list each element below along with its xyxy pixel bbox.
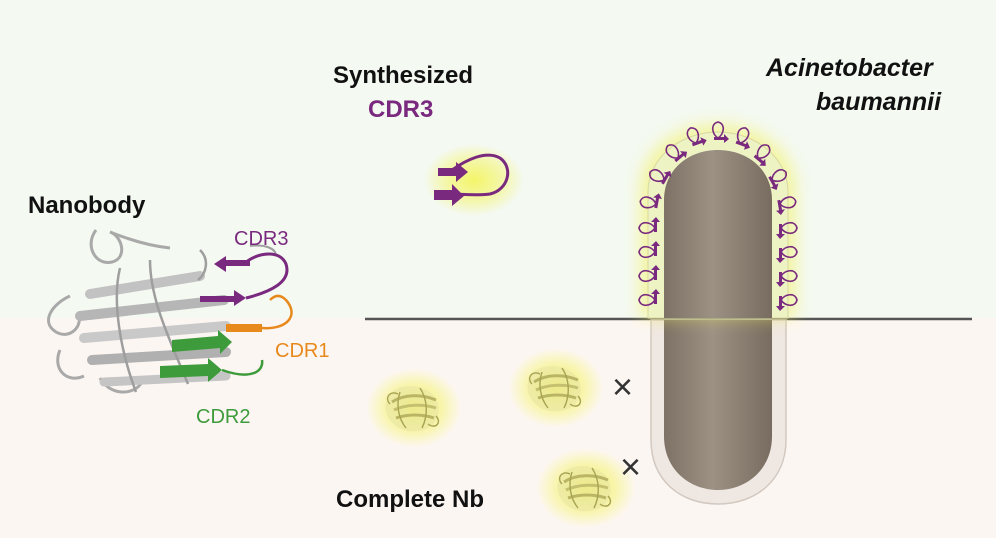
cdr1-label: CDR1 [275, 340, 330, 362]
cdr3-top-label: CDR3 [368, 96, 434, 123]
nanobody-label: Nanobody [28, 192, 146, 219]
cdr3-label: CDR3 [234, 228, 289, 250]
bacterium-upper [640, 124, 796, 319]
complete-nanobody-2 [508, 348, 604, 428]
complete-nanobody-3 [536, 448, 636, 528]
cross-mark-icon: × [612, 366, 634, 407]
species-name-line1: Acinetobacter [766, 54, 933, 82]
complete-nanobody-1 [366, 368, 462, 448]
synthesized-label: Synthesized [333, 62, 474, 89]
complete-nb-label: Complete Nb [336, 486, 485, 513]
bacterium-lower [650, 319, 787, 505]
nanobody-structure [47, 229, 293, 394]
species-name-line2: baumannii [816, 88, 942, 116]
synthesized-cdr3-peptide [424, 144, 524, 216]
cdr2-label: CDR2 [196, 406, 251, 428]
cross-mark-icon: × [620, 446, 642, 487]
